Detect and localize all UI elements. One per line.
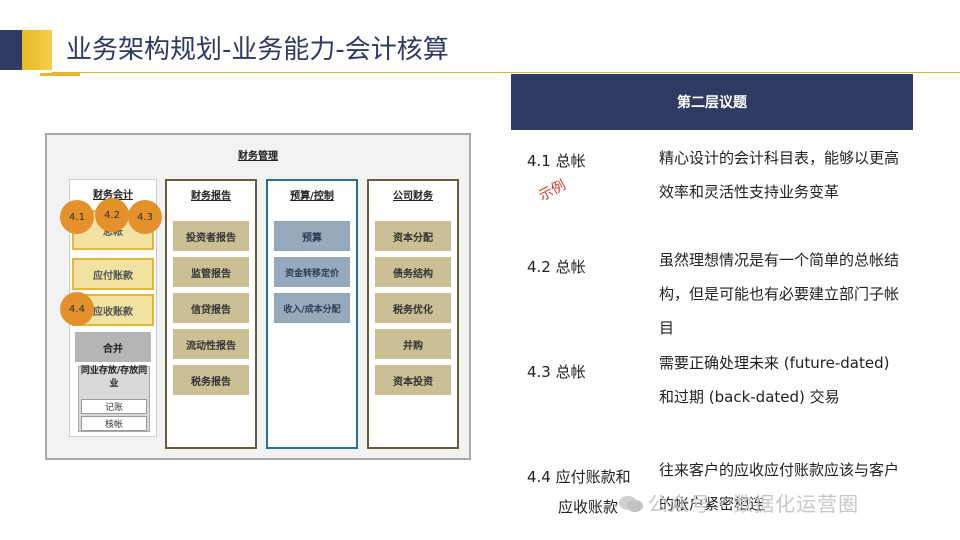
column-title: 财务报告 — [191, 191, 231, 202]
header-accent-gold — [22, 30, 52, 70]
box-bookkeeping: 记账 — [81, 399, 147, 414]
column-financial-reporting: 财务报告 投资者报告 监管报告 信贷报告 流动性报告 税务报告 — [165, 179, 257, 449]
box-regulatory-report: 监管报告 — [173, 257, 249, 287]
panel-header: 第二层议题 — [511, 74, 913, 130]
box-liquidity-report: 流动性报告 — [173, 329, 249, 359]
box-mergers: 并购 — [375, 329, 451, 359]
box-revenue-cost-allocation: 收入/成本分配 — [274, 293, 350, 323]
column-budget-control: 预算/控制 预算 资金转移定价 收入/成本分配 — [266, 179, 358, 449]
finance-management-diagram: 财务管理 财务会计 总帐 应付账款 应收账款 合并 同业存放/存放同业 记账 核… — [45, 133, 471, 460]
header-divider-accent — [40, 73, 80, 76]
marker-4-3: 4.3 — [128, 200, 162, 234]
box-capital-investment: 资本投资 — [375, 365, 451, 395]
box-tax-report: 税务报告 — [173, 365, 249, 395]
marker-4-4: 4.4 — [60, 292, 94, 326]
example-stamp: 示例 — [536, 177, 569, 205]
box-consolidation: 合并 — [75, 332, 151, 362]
item-desc-4-2: 虽然理想情况是有一个简单的总帐结构，但是可能也有必要建立部门子帐目 — [659, 251, 900, 337]
item-desc-4-1: 精心设计的会计科目表，能够以更高效率和灵活性支持业务变革 — [659, 149, 900, 201]
item-label-4-4-cont: 应收账款 — [558, 498, 619, 516]
page-title: 业务架构规划-业务能力-会计核算 — [66, 35, 449, 65]
header-divider — [52, 72, 960, 73]
column-corporate-finance: 公司财务 资本分配 债务结构 税务优化 并购 资本投资 — [367, 179, 459, 449]
marker-4-2: 4.2 — [95, 198, 129, 232]
watermark: 公众号 · 数据化运营圈 — [648, 492, 860, 516]
box-reconciliation: 核帐 — [81, 416, 147, 431]
header-accent-navy — [0, 30, 22, 70]
item-label-4-2: 4.2 总帐 — [527, 258, 586, 276]
column-title: 预算/控制 — [290, 191, 334, 202]
diagram-title: 财务管理 — [238, 151, 278, 162]
box-interbank: 同业存放/存放同业 — [80, 366, 148, 389]
box-capital-allocation: 资本分配 — [375, 221, 451, 251]
column-financial-accounting: 财务会计 总帐 应付账款 应收账款 合并 同业存放/存放同业 记账 核帐 4.1… — [60, 179, 162, 437]
box-investor-report: 投资者报告 — [173, 221, 249, 251]
column-title: 公司财务 — [393, 191, 433, 202]
box-debt-structure: 债务结构 — [375, 257, 451, 287]
interbank-group: 同业存放/存放同业 记账 核帐 — [78, 366, 150, 432]
item-desc-4-4: 往来客户的应收应付账款应该与客户的帐户紧密相连 — [659, 461, 900, 513]
marker-4-1: 4.1 — [60, 200, 94, 234]
item-label-4-1: 4.1 总帐 — [527, 152, 586, 170]
box-credit-report: 信贷报告 — [173, 293, 249, 323]
item-label-4-3: 4.3 总帐 — [527, 363, 586, 381]
column-title: 财务会计 — [93, 190, 133, 201]
box-accounts-payable: 应付账款 — [72, 258, 154, 290]
box-budget: 预算 — [274, 221, 350, 251]
box-transfer-pricing: 资金转移定价 — [274, 257, 350, 287]
item-desc-4-3: 需要正确处理未来 (future-dated) 和过期 (back-dated)… — [659, 354, 890, 406]
item-label-4-4: 4.4 应付账款和 — [527, 468, 631, 486]
wechat-icon — [619, 496, 643, 512]
box-tax-optimization: 税务优化 — [375, 293, 451, 323]
